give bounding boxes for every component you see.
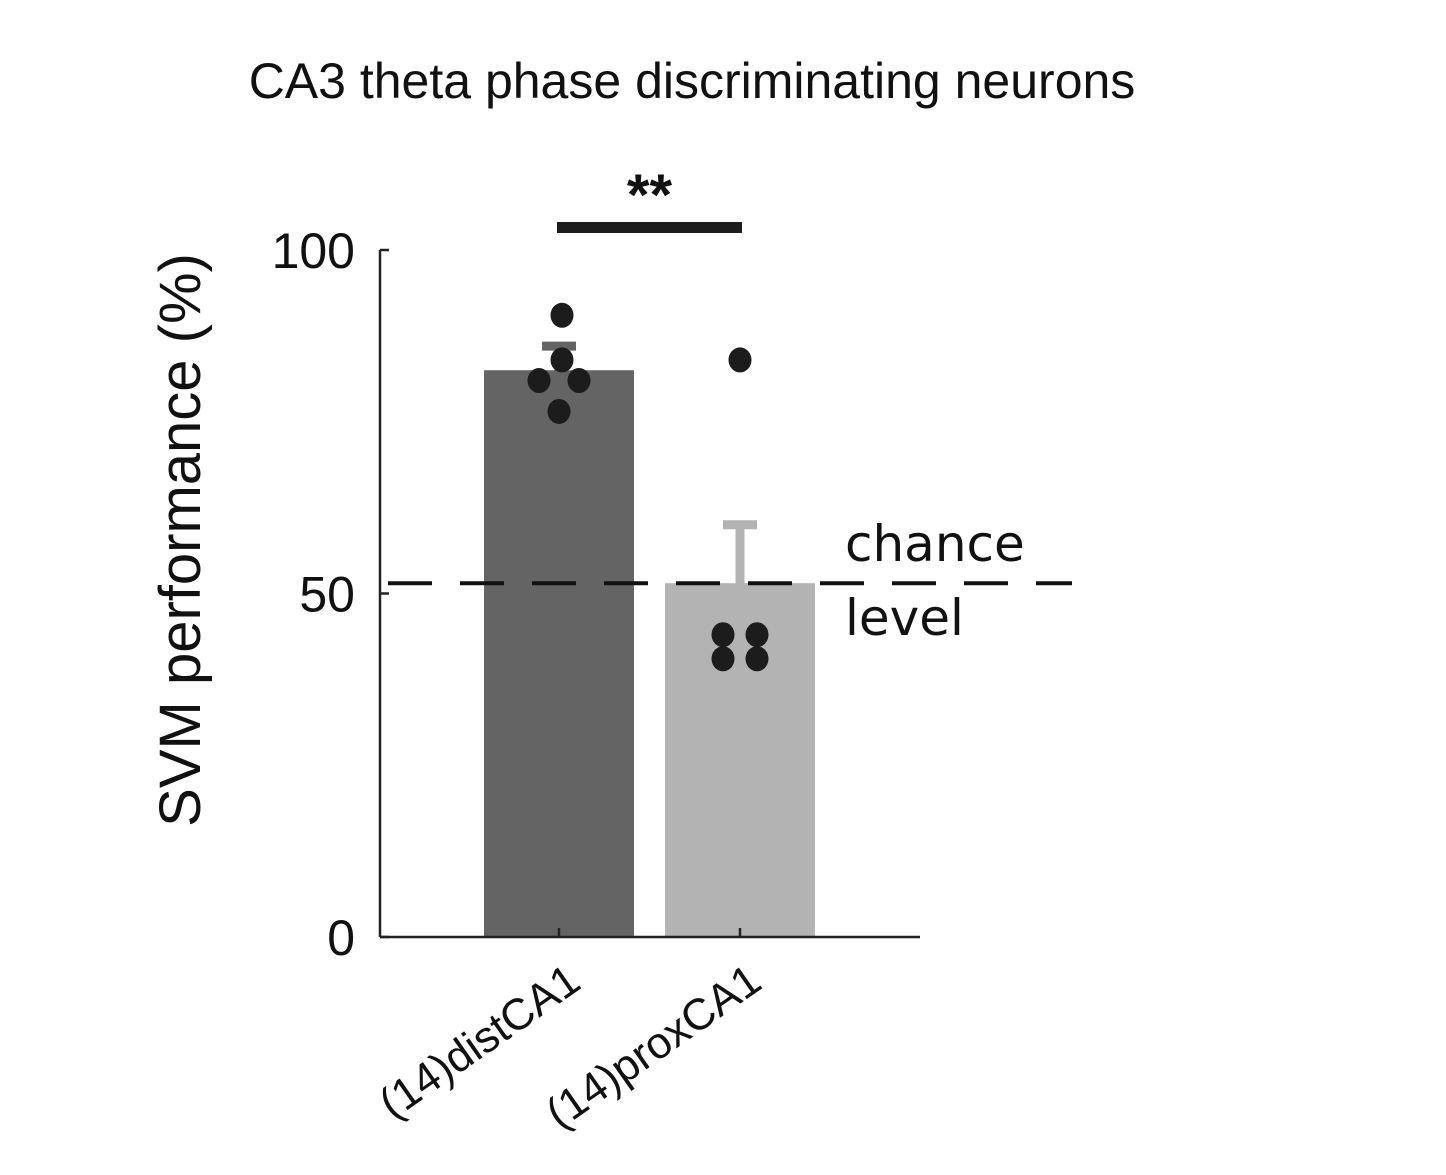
data-point-1-1	[550, 302, 574, 328]
data-point-1-4	[567, 368, 591, 394]
data-point-1-2	[550, 347, 574, 373]
significance-label: **	[627, 163, 673, 228]
data-point-2-4	[711, 646, 735, 672]
bars-layer	[484, 370, 815, 938]
data-point-1-3	[527, 368, 551, 394]
bar-1	[484, 370, 634, 938]
y-tick-label-100: 100	[272, 223, 355, 279]
significance-bar	[557, 222, 742, 233]
y-axis-label: SVM performance (%)	[148, 253, 213, 827]
data-point-2-1	[728, 347, 752, 373]
chance-level-label-line1: chance	[845, 515, 1025, 573]
data-point-2-2	[711, 622, 735, 648]
significance-layer: **	[557, 163, 742, 233]
data-point-2-3	[745, 622, 769, 648]
data-points-layer	[527, 302, 769, 672]
chance-level-label-line2: level	[845, 589, 964, 647]
y-tick-label-0: 0	[327, 910, 355, 966]
y-tick-label-50: 50	[299, 567, 355, 623]
data-point-2-5	[745, 646, 769, 672]
chart-title: CA3 theta phase discriminating neurons	[249, 53, 1136, 109]
bar-2	[665, 583, 815, 937]
data-point-1-5	[547, 398, 571, 424]
